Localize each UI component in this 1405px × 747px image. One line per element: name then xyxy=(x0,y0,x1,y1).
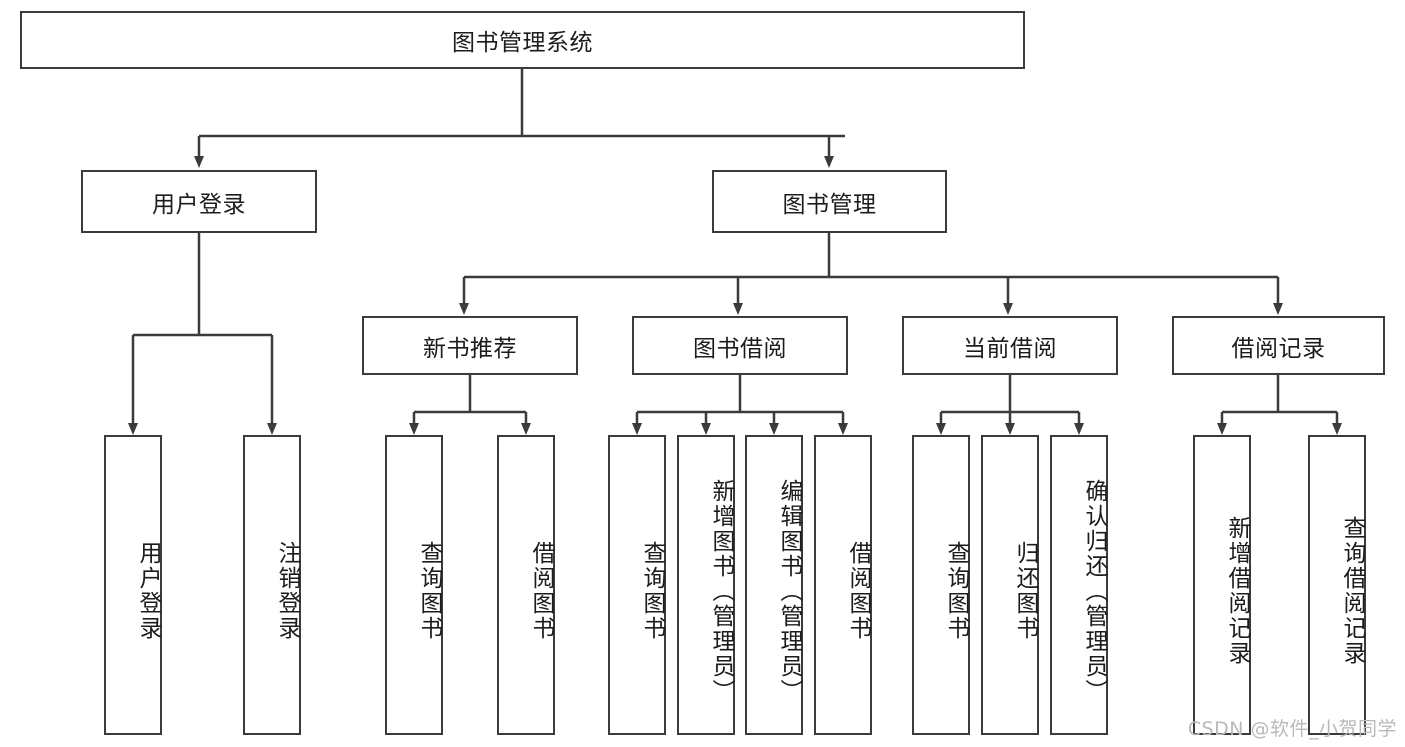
node-label: 编辑图书（管理员） xyxy=(776,478,802,704)
leaf-return-book[interactable]: 归还图书 xyxy=(981,435,1039,735)
leaf-query-book-current[interactable]: 查询图书 xyxy=(912,435,970,735)
leaf-user-login[interactable]: 用户登录 xyxy=(104,435,162,735)
node-label: 注销登录 xyxy=(274,541,300,641)
node-label: 图书管理 xyxy=(782,191,877,218)
node-new-book-recommend[interactable]: 新书推荐 xyxy=(362,316,578,375)
node-label: 用户登录 xyxy=(152,191,246,218)
node-label: 图书借阅 xyxy=(693,335,787,362)
node-book-borrow[interactable]: 图书借阅 xyxy=(632,316,848,375)
leaf-edit-book-admin[interactable]: 编辑图书（管理员） xyxy=(745,435,803,735)
node-label: 查询图书 xyxy=(416,541,442,641)
node-label: 查询借阅记录 xyxy=(1339,516,1365,666)
node-label: 图书管理系统 xyxy=(452,30,593,56)
node-label: 查询图书 xyxy=(639,541,665,641)
leaf-confirm-return-admin[interactable]: 确认归还（管理员） xyxy=(1050,435,1108,735)
leaf-logout[interactable]: 注销登录 xyxy=(243,435,301,735)
node-root-system[interactable]: 图书管理系统 xyxy=(20,11,1025,69)
node-label: 确认归还（管理员） xyxy=(1081,478,1107,704)
node-label: 新增图书（管理员） xyxy=(708,478,734,704)
leaf-add-borrow-record[interactable]: 新增借阅记录 xyxy=(1193,435,1251,735)
node-current-borrow[interactable]: 当前借阅 xyxy=(902,316,1118,375)
node-label: 查询图书 xyxy=(943,541,969,641)
node-label: 当前借阅 xyxy=(963,335,1057,362)
leaf-query-book-borrow[interactable]: 查询图书 xyxy=(608,435,666,735)
node-label: 新增借阅记录 xyxy=(1224,516,1250,666)
leaf-query-borrow-record[interactable]: 查询借阅记录 xyxy=(1308,435,1366,735)
leaf-add-book-admin[interactable]: 新增图书（管理员） xyxy=(677,435,735,735)
node-label: 借阅图书 xyxy=(528,541,554,641)
node-borrow-record[interactable]: 借阅记录 xyxy=(1172,316,1385,375)
node-user-login[interactable]: 用户登录 xyxy=(81,170,317,233)
node-label: 归还图书 xyxy=(1012,541,1038,641)
leaf-borrow-book[interactable]: 借阅图书 xyxy=(814,435,872,735)
leaf-borrow-book-recommend[interactable]: 借阅图书 xyxy=(497,435,555,735)
node-label: 用户登录 xyxy=(135,541,161,641)
node-label: 借阅记录 xyxy=(1231,335,1326,362)
leaf-query-book-recommend[interactable]: 查询图书 xyxy=(385,435,443,735)
watermark-text: CSDN @软件_小贺同学 xyxy=(1187,718,1397,740)
node-label: 借阅图书 xyxy=(845,541,871,641)
node-label: 新书推荐 xyxy=(423,335,517,362)
node-book-management[interactable]: 图书管理 xyxy=(712,170,947,233)
